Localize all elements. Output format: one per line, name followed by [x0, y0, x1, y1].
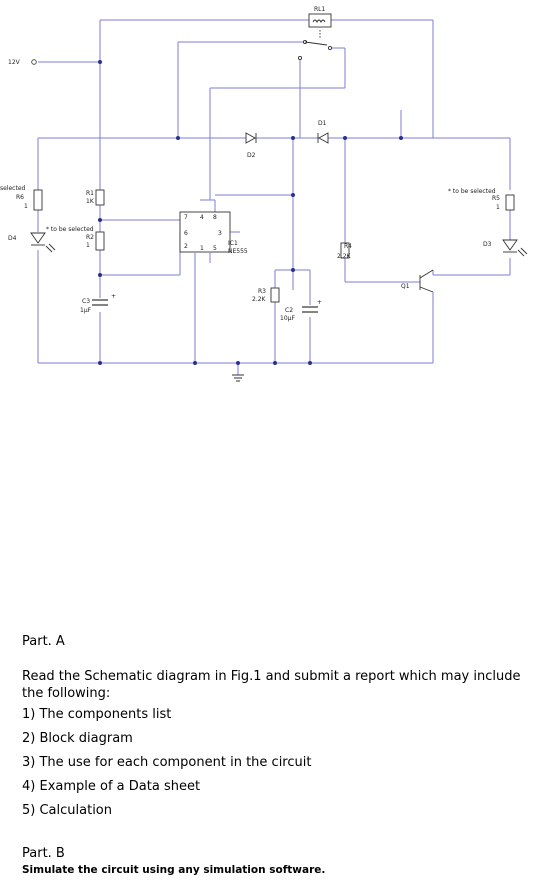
r2-note: * to be selected [46, 226, 94, 233]
list-item: 2) Block diagram [22, 731, 133, 746]
r3-resistor [270, 287, 280, 303]
r1-value: 1K [86, 198, 95, 205]
c2-capacitor [302, 306, 318, 313]
pin6: 6 [184, 230, 188, 237]
r6-resistor [33, 189, 43, 211]
d3-label: D3 [483, 241, 492, 248]
list-item: 3) The use for each component in the cir… [22, 755, 312, 770]
r1-resistor [95, 189, 105, 206]
ground-symbol [232, 374, 244, 382]
d2-diode [245, 132, 257, 144]
r2-label: R2 [86, 234, 94, 241]
pin5: 5 [213, 245, 217, 252]
supply-label: 12V [8, 59, 21, 66]
r6-label: R6 [16, 194, 24, 201]
part-a-list: 1) The components list 2) Block diagram … [22, 703, 532, 823]
r2-num: 1 [86, 242, 90, 249]
r1-label: R1 [86, 190, 94, 197]
c3-plus: + [111, 293, 116, 300]
r5-num: 1 [496, 204, 500, 211]
pin8: 8 [213, 214, 217, 221]
q1-label: Q1 [401, 283, 410, 290]
pin3: 3 [218, 230, 222, 237]
c3-capacitor [92, 299, 108, 306]
rl1-label: RL1 [314, 6, 326, 13]
list-item: 5) Calculation [22, 803, 112, 818]
c2-label: C2 [285, 307, 293, 314]
d4-label: D4 [8, 235, 17, 242]
r6-num: 1 [24, 203, 28, 210]
list-item: 1) The components list [22, 707, 172, 722]
pin4: 4 [200, 214, 204, 221]
r4-label: R4 [344, 243, 352, 250]
c2-value: 10µF [280, 315, 295, 322]
circuit-schematic: 12V RL1 D2 D1 selected R6 1 R1 1K * to b… [0, 6, 528, 382]
part-b-heading: Part. B [22, 846, 65, 861]
ic1-ne555 [179, 211, 231, 253]
r5-note: * to be selected [448, 188, 496, 195]
relay-rl1 [297, 13, 333, 61]
r3-value: 2.2K [252, 296, 267, 303]
r5-resistor [505, 194, 515, 211]
d1-diode [317, 132, 329, 144]
part-a-intro: Read the Schematic diagram in Fig.1 and … [22, 669, 521, 701]
d3-led [502, 239, 528, 257]
list-item: 4) Example of a Data sheet [22, 779, 201, 794]
ic1-label: IC1 [228, 240, 238, 247]
pin2: 2 [184, 243, 188, 250]
r2-resistor [95, 231, 105, 251]
r4-resistor [340, 242, 350, 259]
c2-plus: + [317, 299, 322, 306]
d1-label: D1 [318, 120, 327, 127]
ic1-type: NE555 [228, 248, 248, 255]
r5-label: R5 [492, 195, 500, 202]
r3-label: R3 [258, 288, 266, 295]
d2-label: D2 [247, 152, 256, 159]
d4-led [30, 232, 56, 253]
c3-label: C3 [82, 298, 90, 305]
q1-transistor [419, 269, 434, 293]
pin1: 1 [200, 245, 204, 252]
part-a-heading: Part. A [22, 634, 65, 649]
part-b-text: Simulate the circuit using any simulatio… [22, 864, 326, 876]
r4-value: 2.2K [337, 253, 352, 260]
r6-selected-note: selected [0, 185, 26, 192]
c3-value: 1µF [80, 307, 92, 314]
pin7: 7 [184, 214, 188, 221]
